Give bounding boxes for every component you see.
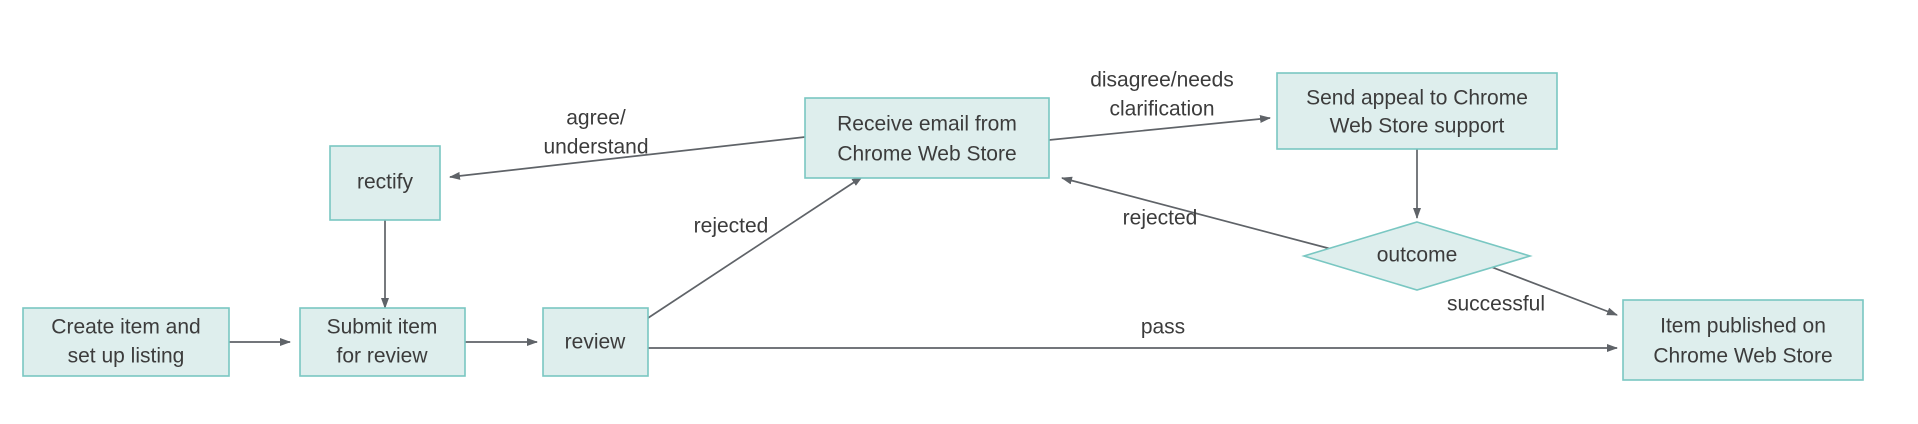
node-send-appeal[interactable]: Send appeal to Chrome Web Store support — [1276, 72, 1558, 150]
node-receive-email-line1: Receive email from — [837, 113, 1017, 136]
edge-label-understand: understand — [543, 136, 648, 159]
edge-label-rejected-outcome: rejected — [1123, 207, 1198, 230]
edge-outcome-to-receive-email: rejected — [1061, 176, 1336, 251]
edge-label-clarification: clarification — [1109, 98, 1214, 121]
node-item-published[interactable]: Item published on Chrome Web Store — [1622, 299, 1864, 381]
node-submit-item-line1: Submit item — [327, 316, 438, 339]
node-review-label: review — [565, 331, 627, 354]
node-item-published-line2: Chrome Web Store — [1653, 345, 1832, 368]
node-create-item-line1: Create item and — [51, 316, 200, 339]
node-create-item-line2: set up listing — [68, 345, 185, 368]
node-item-published-line1: Item published on — [1660, 315, 1826, 338]
edge-label-rejected-review: rejected — [694, 215, 769, 238]
node-rectify[interactable]: rectify — [329, 145, 441, 221]
node-receive-email-line2: Chrome Web Store — [837, 143, 1016, 166]
edge-review-to-receive-email: rejected — [647, 176, 863, 319]
node-outcome-label: outcome — [1377, 244, 1458, 267]
edge-receive-email-to-rectify: agree/ understand — [449, 107, 806, 180]
edge-review-to-published: pass — [648, 316, 1618, 352]
node-submit-item-line2: for review — [336, 345, 428, 368]
edge-label-successful: successful — [1447, 293, 1545, 316]
node-review[interactable]: review — [542, 307, 649, 377]
edge-receive-email-to-send-appeal: disagree/needs clarification — [1048, 69, 1271, 141]
node-rectify-label: rectify — [357, 171, 414, 194]
node-outcome[interactable]: outcome — [1301, 221, 1533, 291]
node-receive-email[interactable]: Receive email from Chrome Web Store — [804, 97, 1050, 179]
edge-label-agree: agree/ — [566, 107, 626, 130]
node-submit-item[interactable]: Submit item for review — [299, 307, 466, 377]
node-send-appeal-line2: Web Store support — [1330, 115, 1505, 138]
edge-label-pass: pass — [1141, 316, 1185, 339]
node-send-appeal-line1: Send appeal to Chrome — [1306, 87, 1528, 110]
node-create-item[interactable]: Create item and set up listing — [22, 307, 230, 377]
edge-label-disagree: disagree/needs — [1090, 69, 1234, 92]
